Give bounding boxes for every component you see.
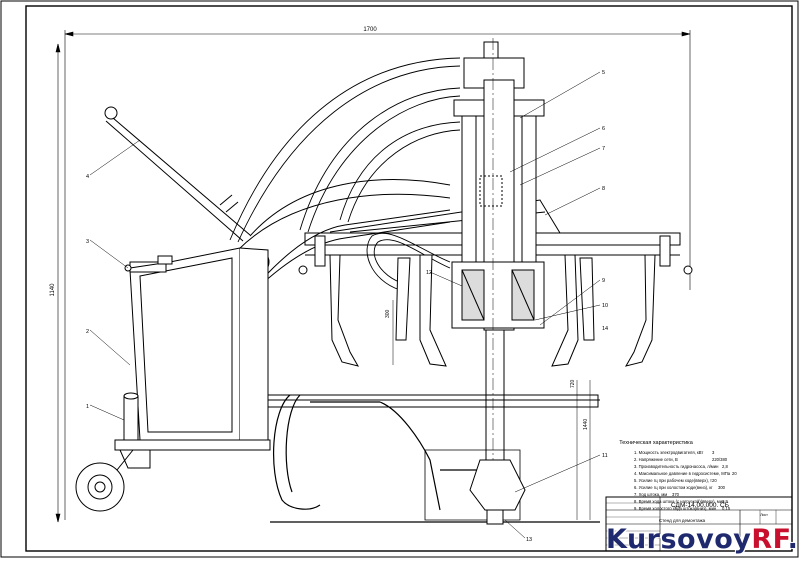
callout-4: 4 xyxy=(86,174,89,180)
callout-9: 9 xyxy=(602,278,605,284)
overall-height-label: 1140 xyxy=(50,283,56,297)
title-block xyxy=(605,496,793,552)
callout-2: 2 xyxy=(86,329,89,335)
spec-row-value: 370 xyxy=(672,492,680,497)
spec-row-value: 300 xyxy=(718,485,726,490)
stroke-dimension-label: 300 xyxy=(385,309,391,318)
drawing-name: Стенд для демонтажа xyxy=(659,518,706,523)
spec-row-label: 7. Ход штока, мм xyxy=(634,492,667,497)
caster-wheel xyxy=(75,392,151,512)
tire-section xyxy=(270,394,600,523)
spec-row-label: 4. Максимальное давление в гидросистеме,… xyxy=(634,471,731,476)
callout-10: 10 xyxy=(602,303,608,309)
watermark-main: Kursovoy xyxy=(606,523,752,555)
callout-14: 14 xyxy=(602,326,608,332)
watermark-accent: RF xyxy=(751,523,788,555)
leader-lines xyxy=(89,71,601,539)
drawing-designation: СДМ-14.00.000. СБ xyxy=(671,502,729,509)
inner-dimensions xyxy=(392,300,591,520)
spec-row-value: 20 xyxy=(712,478,717,483)
callout-numbers: 1 2 3 4 5 6 7 8 9 10 11 12 13 14 xyxy=(86,70,608,543)
spec-row-label: 3. Производительность гидронасоса, л/мин xyxy=(634,464,719,469)
spec-row-label: 8. Время хода штока (с нагрузкой)(вверх)… xyxy=(634,499,725,504)
callout-1: 1 xyxy=(86,404,89,410)
spec-row-value: 1,9 xyxy=(722,499,728,504)
spec-row-label: 6. Усилие гц при холостом ходе(вниз), кг xyxy=(634,485,713,490)
callout-7: 7 xyxy=(602,146,605,152)
overall-width-label: 1700 xyxy=(363,27,377,33)
spec-row-value: 3 xyxy=(712,450,715,455)
spec-row-value: 0,15 xyxy=(722,506,731,511)
callout-13: 13 xyxy=(526,537,532,543)
clearance-dimension-label: 720 xyxy=(570,379,576,388)
spec-row-label: 5. Усилие гц при рабочем ходе(вверх), т xyxy=(634,478,712,483)
spec-row-value: 220/380 xyxy=(712,457,728,462)
callout-8: 8 xyxy=(602,186,605,192)
bottom-frame xyxy=(114,394,600,451)
spec-row-label: 2. Напряжение сети, В xyxy=(634,457,678,462)
spec-row-label: 1. Мощность электродвигателя, кВт xyxy=(634,450,703,455)
lever-handle xyxy=(104,106,251,242)
spec-row-value: 2,8 xyxy=(722,464,728,469)
overall-width-dimension xyxy=(64,30,691,520)
beam-end-brackets xyxy=(298,235,693,275)
spec-row-value: 20 xyxy=(732,471,737,476)
overall-height-dimension xyxy=(55,43,61,523)
sheet-label: Лист xyxy=(760,513,768,517)
spec-title: Техническая характеристика xyxy=(619,440,693,446)
callout-6: 6 xyxy=(602,126,605,132)
spec-row-label: 9. Время холостого хода штока(вниз), мин xyxy=(634,506,717,511)
callout-3: 3 xyxy=(86,239,89,245)
callout-11: 11 xyxy=(602,453,608,459)
watermark-suffix: .ru xyxy=(787,523,800,555)
claws xyxy=(329,254,656,367)
hydraulic-cylinder xyxy=(451,41,545,461)
lower-clamp xyxy=(469,459,526,525)
bottom-height-dimension-label: 1440 xyxy=(583,419,589,430)
spec-table: Техническая характеристика 1. Мощность э… xyxy=(619,440,737,511)
callout-12: 12 xyxy=(426,270,432,276)
callout-5: 5 xyxy=(602,70,605,76)
watermark-logo: KursovoyRF.ru xyxy=(606,521,800,557)
upright-frame xyxy=(129,247,269,441)
